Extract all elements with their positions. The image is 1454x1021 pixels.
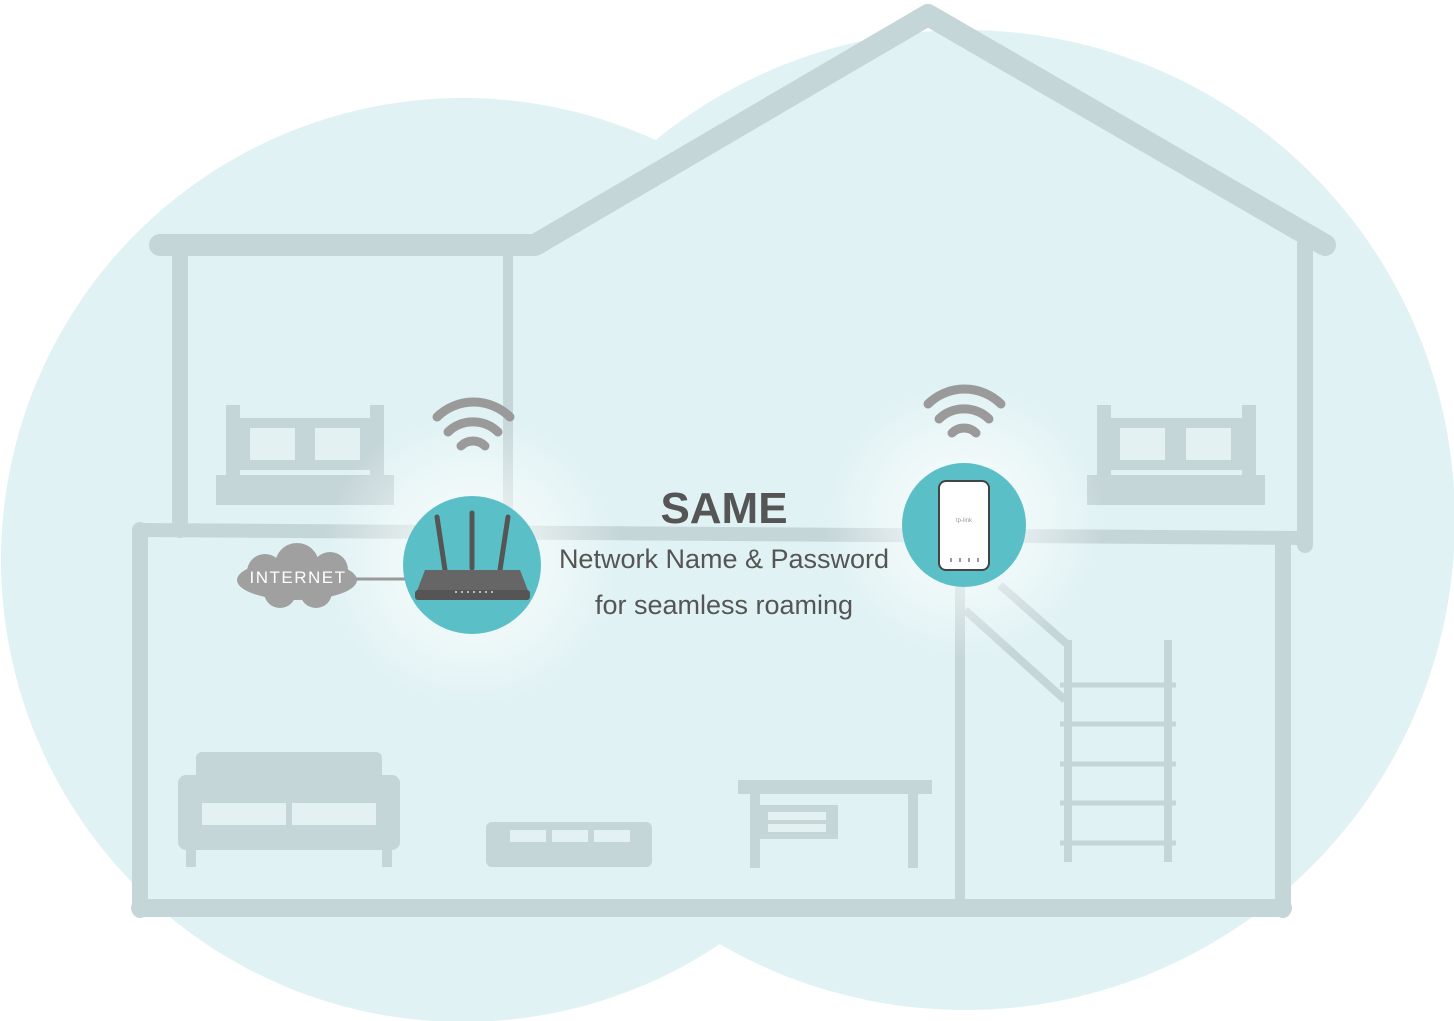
router-wifi-icon bbox=[432, 397, 515, 451]
device-logo: tp-link bbox=[956, 518, 973, 524]
headline: SAME bbox=[660, 484, 788, 533]
internet-cloud-icon bbox=[237, 543, 357, 608]
house-outline bbox=[131, 4, 1336, 918]
furniture bbox=[178, 405, 1265, 868]
internet-label: INTERNET bbox=[249, 568, 347, 587]
extender-node: tp-link bbox=[902, 463, 1026, 587]
extender-wifi-icon bbox=[923, 384, 1006, 438]
router-node bbox=[403, 496, 541, 634]
router-icon bbox=[434, 510, 511, 573]
subtitle-line-1: Network Name & Password bbox=[558, 544, 890, 574]
subtitle-line-2: for seamless roaming bbox=[594, 590, 854, 620]
range-extender-icon: tp-link bbox=[938, 480, 990, 571]
